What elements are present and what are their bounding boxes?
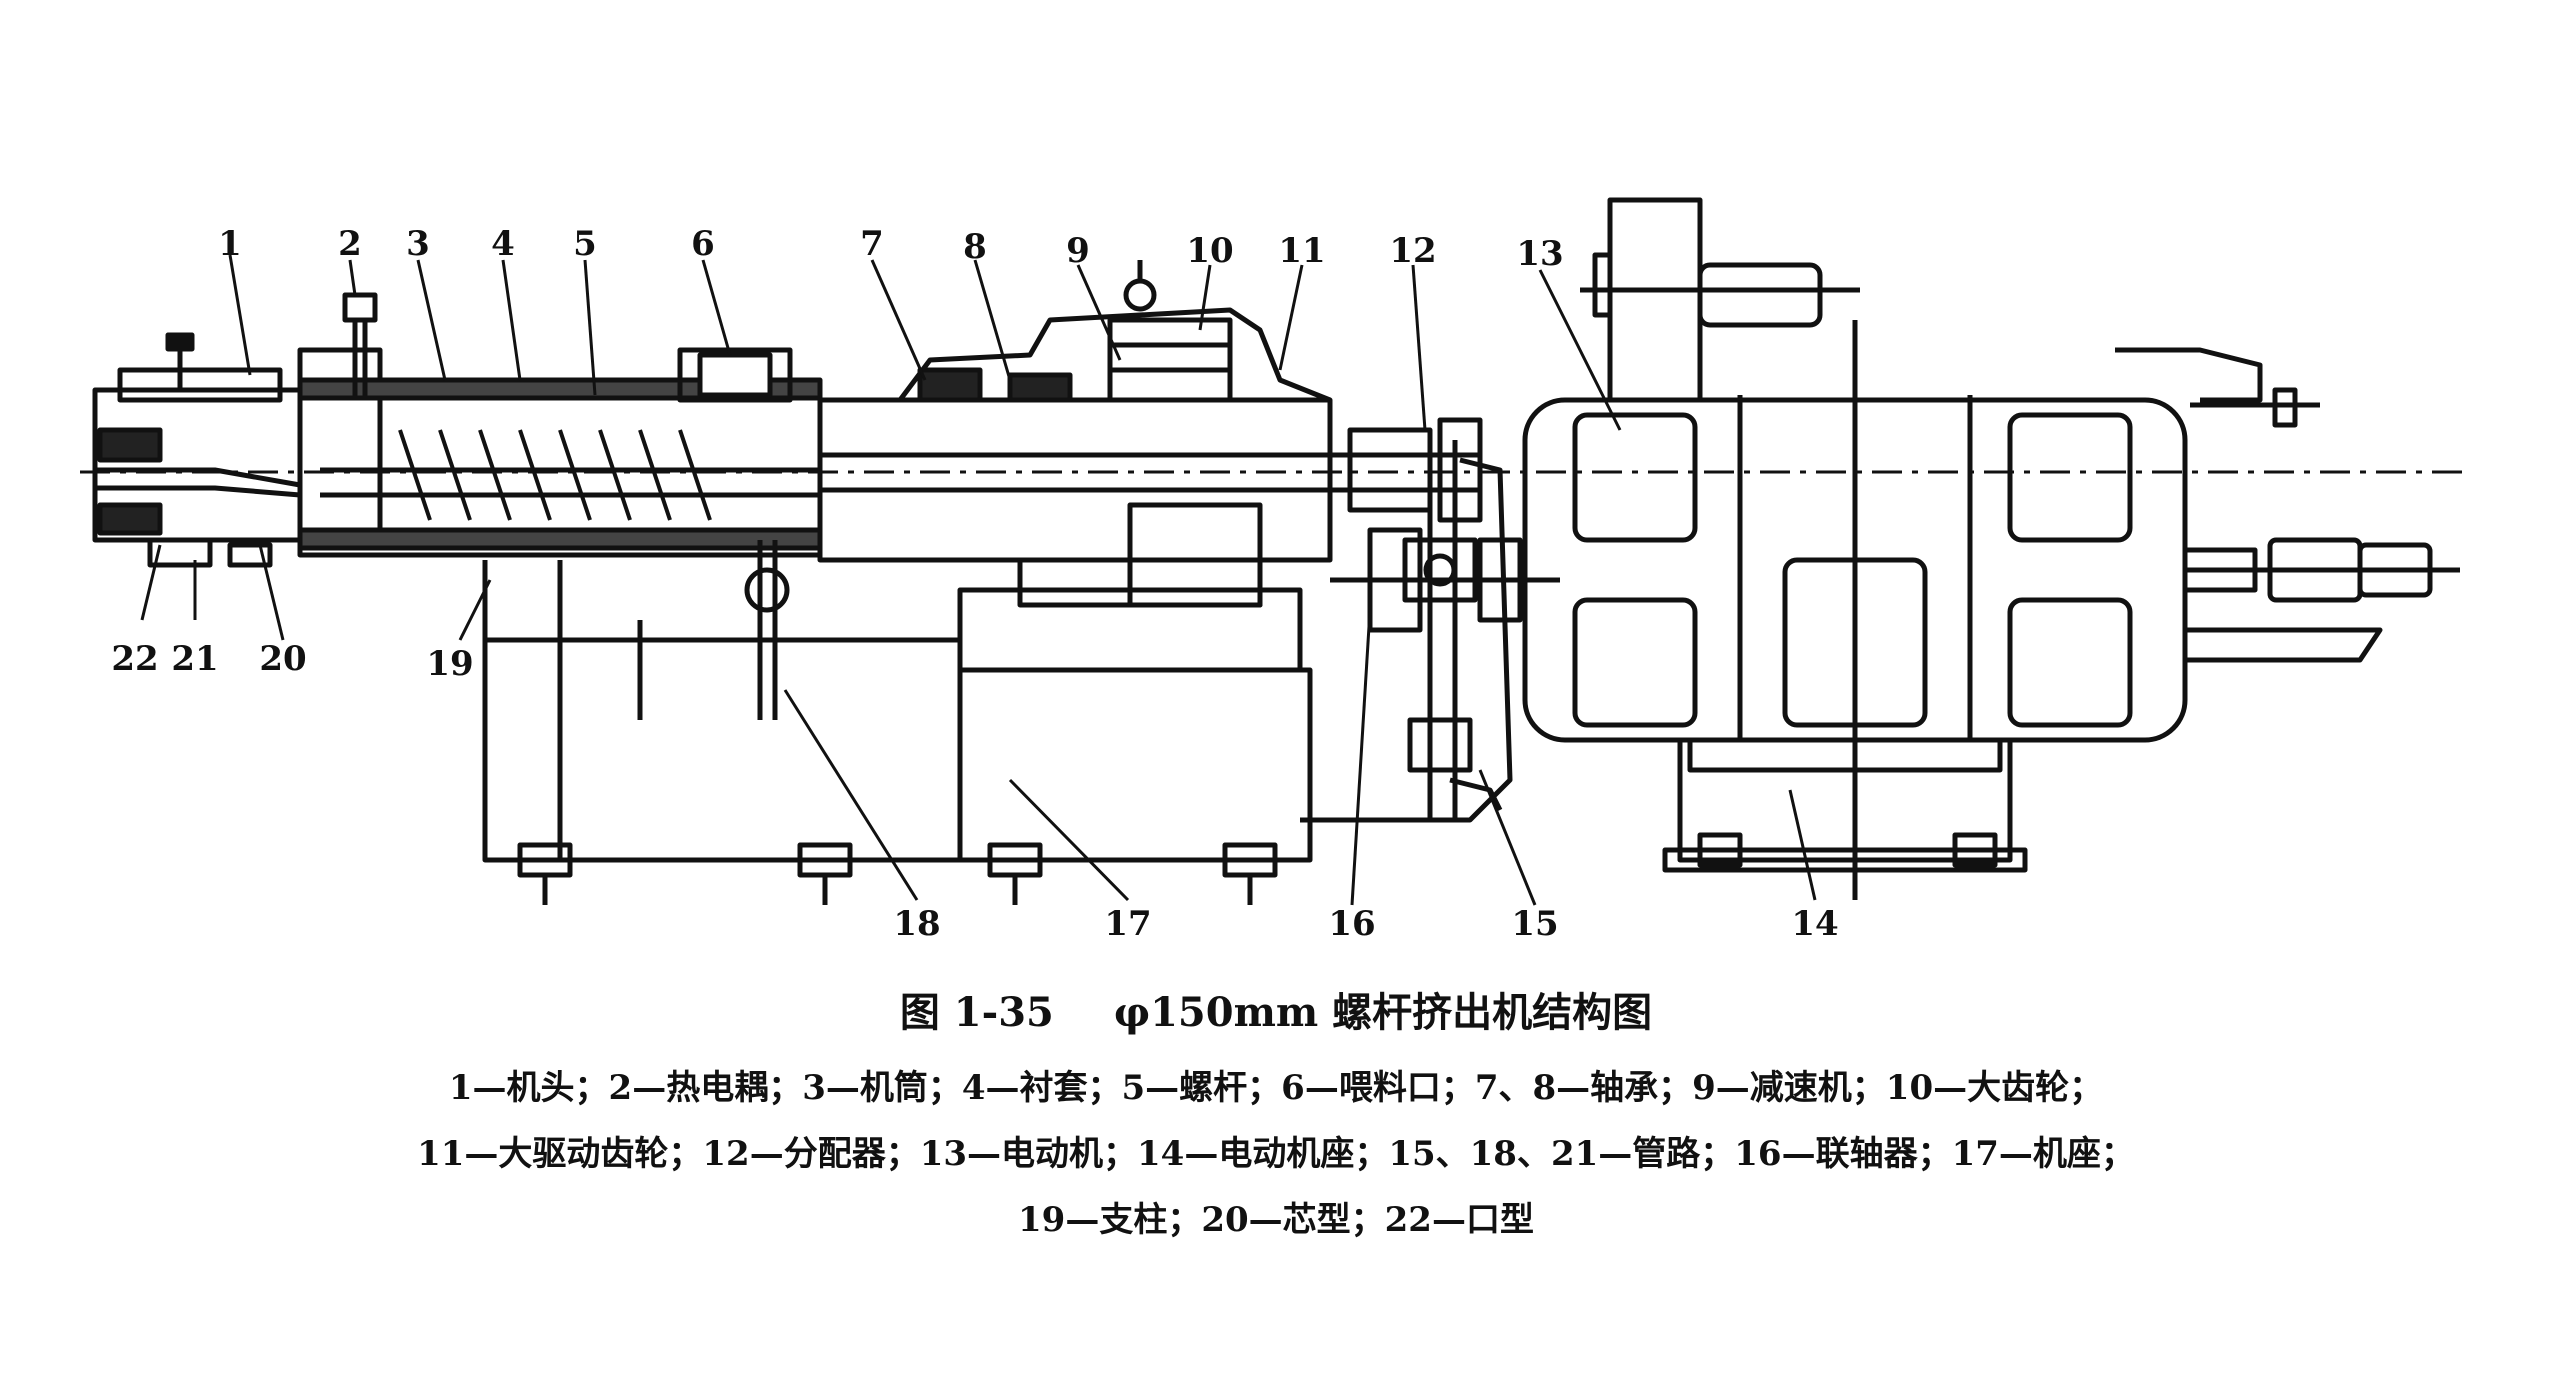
callout-labels: 1 2 3 4 5 6 7 8 9 10 11 12 13 14 15 16 1…	[111, 224, 1838, 944]
motor	[1522, 197, 2460, 900]
figure-legend: 1—机头；2—热电耦；3—机筒；4—衬套；5—螺杆；6—喂料口；7、8—轴承；9…	[0, 1055, 2552, 1253]
figure-number: 图 1-35	[899, 989, 1054, 1036]
leader-lines	[140, 254, 1817, 906]
callout-18: 18	[893, 904, 940, 944]
callout-7: 7	[860, 224, 884, 264]
figure-caption: 图 1-35 φ150mm 螺杆挤出机结构图	[0, 980, 2552, 1038]
callout-5: 5	[573, 224, 597, 264]
callout-10: 10	[1186, 231, 1233, 271]
legend-line-2: 11—大驱动齿轮；12—分配器；13—电动机；14—电动机座；15、18、21—…	[417, 1134, 2135, 1174]
callout-15: 15	[1511, 904, 1558, 944]
drive-shaft	[820, 417, 1483, 523]
callout-13: 13	[1516, 234, 1563, 274]
extruder-diagram: 1 2 3 4 5 6 7 8 9 10 11 12 13 14 15 16 1…	[80, 197, 2470, 944]
machine-base	[482, 560, 1313, 905]
figure-title: φ150mm 螺杆挤出机结构图	[1113, 989, 1653, 1036]
thermocouple	[342, 292, 378, 400]
callout-4: 4	[491, 224, 515, 264]
callout-2: 2	[338, 224, 362, 264]
die-head	[92, 332, 303, 568]
callout-20: 20	[259, 639, 306, 679]
callout-21: 21	[171, 639, 218, 679]
pipe-15	[1300, 457, 1513, 823]
callout-14: 14	[1791, 904, 1838, 944]
legend-line-1: 1—机头；2—热电耦；3—机筒；4—衬套；5—螺杆；6—喂料口；7、8—轴承；9…	[448, 1068, 2104, 1108]
callout-19: 19	[426, 644, 473, 684]
gear-housing	[817, 260, 1333, 608]
callout-17: 17	[1104, 904, 1151, 944]
callout-1: 1	[218, 224, 242, 264]
callout-22: 22	[111, 639, 158, 679]
callout-11: 11	[1278, 231, 1325, 271]
callout-12: 12	[1389, 231, 1436, 271]
screw-flights	[398, 429, 712, 521]
distributor	[1402, 440, 1478, 820]
feed-hopper	[677, 347, 793, 403]
callout-6: 6	[691, 224, 715, 264]
legend-line-3: 19—支柱；20—芯型；22—口型	[1018, 1200, 1534, 1240]
callout-9: 9	[1066, 231, 1090, 271]
pipe-18	[637, 540, 790, 720]
callout-3: 3	[406, 224, 430, 264]
motor-base	[1662, 737, 2028, 873]
callout-8: 8	[963, 227, 987, 267]
callout-16: 16	[1328, 904, 1375, 944]
